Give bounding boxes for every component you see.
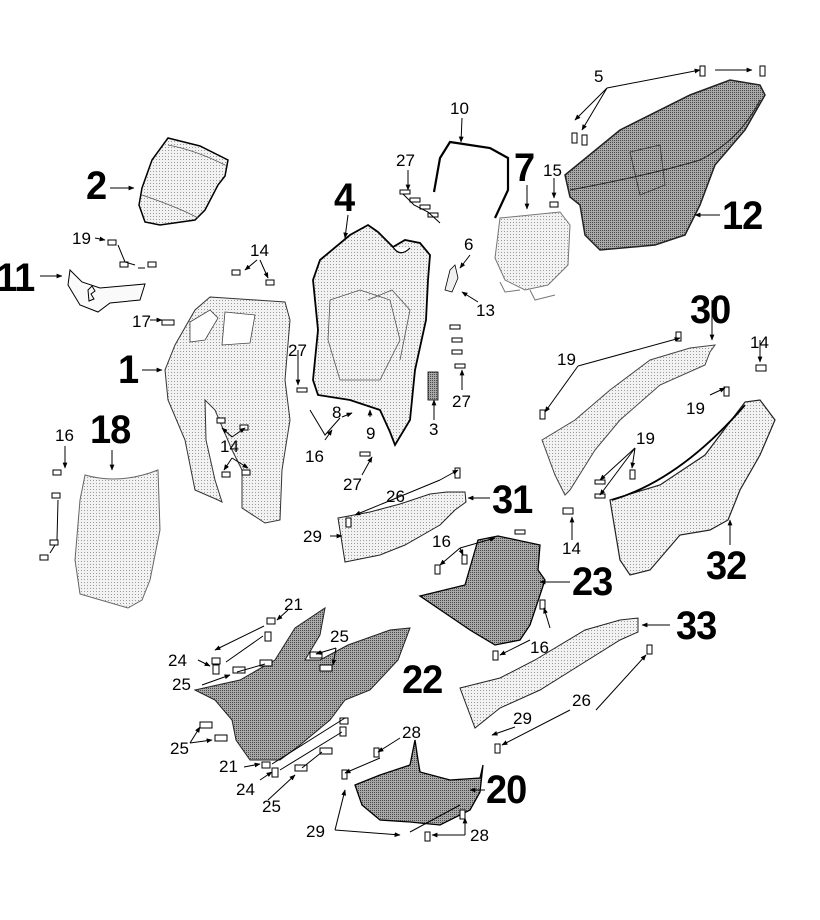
callout-24-a: 24 (168, 651, 187, 670)
callout-19-a: 19 (72, 229, 91, 248)
part-33-footrest-trim-right (459, 617, 639, 729)
callout-27-b: 27 (396, 151, 415, 170)
callout-29-b: 29 (513, 709, 532, 728)
callout-1: 1 (118, 348, 139, 392)
callout-28-a: 28 (402, 723, 421, 742)
part-6-hook (444, 264, 459, 293)
callout-27-a: 27 (288, 341, 307, 360)
callout-25-c: 25 (170, 739, 189, 758)
callout-26-b: 26 (572, 691, 591, 710)
callout-27-c: 27 (452, 392, 471, 411)
callout-21-b: 21 (219, 757, 238, 776)
callout-28-b: 28 (470, 826, 489, 845)
callout-11: 11 (0, 256, 35, 300)
callout-19-b: 19 (557, 350, 576, 369)
callout-27-d: 27 (343, 475, 362, 494)
callout-19-c: 19 (686, 399, 705, 418)
callout-4: 4 (334, 176, 355, 220)
part-20-lower-cover (354, 739, 484, 826)
callout-14-a: 14 (250, 241, 269, 260)
callout-10: 10 (450, 99, 469, 118)
part-32-side-panel-lower (609, 399, 776, 576)
callout-8: 8 (332, 403, 342, 422)
callout-14-c: 14 (750, 333, 769, 352)
part-22-footboard (193, 606, 411, 761)
part-1-handlebar-opening-left (189, 309, 219, 343)
callout-15: 15 (543, 161, 562, 180)
callout-25-a: 25 (172, 675, 191, 694)
callout-29-c: 29 (306, 822, 325, 841)
part-11-badge-plate (67, 268, 146, 313)
callout-23: 23 (572, 560, 613, 604)
callout-12: 12 (722, 194, 763, 238)
part-4-leg-shield (312, 223, 431, 448)
part-3-small-cover (427, 371, 439, 401)
callout-21-a: 21 (284, 595, 303, 614)
callout-18: 18 (90, 408, 131, 452)
part-7-glovebox-door (494, 211, 571, 291)
callout-17: 17 (132, 312, 151, 331)
callout-16-b: 16 (55, 426, 74, 445)
callout-14-d: 14 (562, 539, 581, 558)
callout-5: 5 (594, 67, 604, 86)
callout-16-a: 16 (305, 447, 324, 466)
leader-lines (40, 67, 763, 838)
part-30-side-panel-upper (541, 344, 717, 496)
callout-7: 7 (514, 146, 535, 190)
callout-30: 30 (690, 288, 731, 332)
callout-16-d: 16 (530, 638, 549, 657)
callout-9: 9 (366, 424, 376, 443)
part-10-seal-strip (432, 140, 510, 219)
callout-22: 22 (402, 658, 443, 702)
callout-25-d: 25 (262, 797, 281, 816)
callout-32: 32 (706, 544, 747, 588)
callout-3: 3 (429, 420, 439, 439)
part-1-front-shield (164, 296, 291, 524)
part-23-battery-cover (418, 535, 546, 646)
callout-25-b: 25 (330, 627, 349, 646)
callout-2: 2 (86, 164, 107, 208)
callout-19-d: 19 (636, 429, 655, 448)
callout-14-b: 14 (220, 437, 239, 456)
callout-29-a: 29 (303, 527, 322, 546)
callout-20: 20 (486, 768, 527, 812)
part-31-footrest-trim-left (337, 491, 467, 563)
callout-33: 33 (676, 604, 717, 648)
part-18-front-panel (74, 469, 161, 609)
callout-31: 31 (492, 478, 533, 522)
part-12-helmet-box (564, 79, 766, 251)
callout-6: 6 (464, 235, 474, 254)
callout-24-b: 24 (236, 780, 255, 799)
part-1-handlebar-opening-right (221, 311, 256, 346)
fasteners (39, 65, 767, 842)
callout-13: 13 (476, 301, 495, 320)
part-2-windscreen (138, 137, 229, 226)
callout-26-a: 26 (386, 487, 405, 506)
callout-16-c: 16 (432, 532, 451, 551)
